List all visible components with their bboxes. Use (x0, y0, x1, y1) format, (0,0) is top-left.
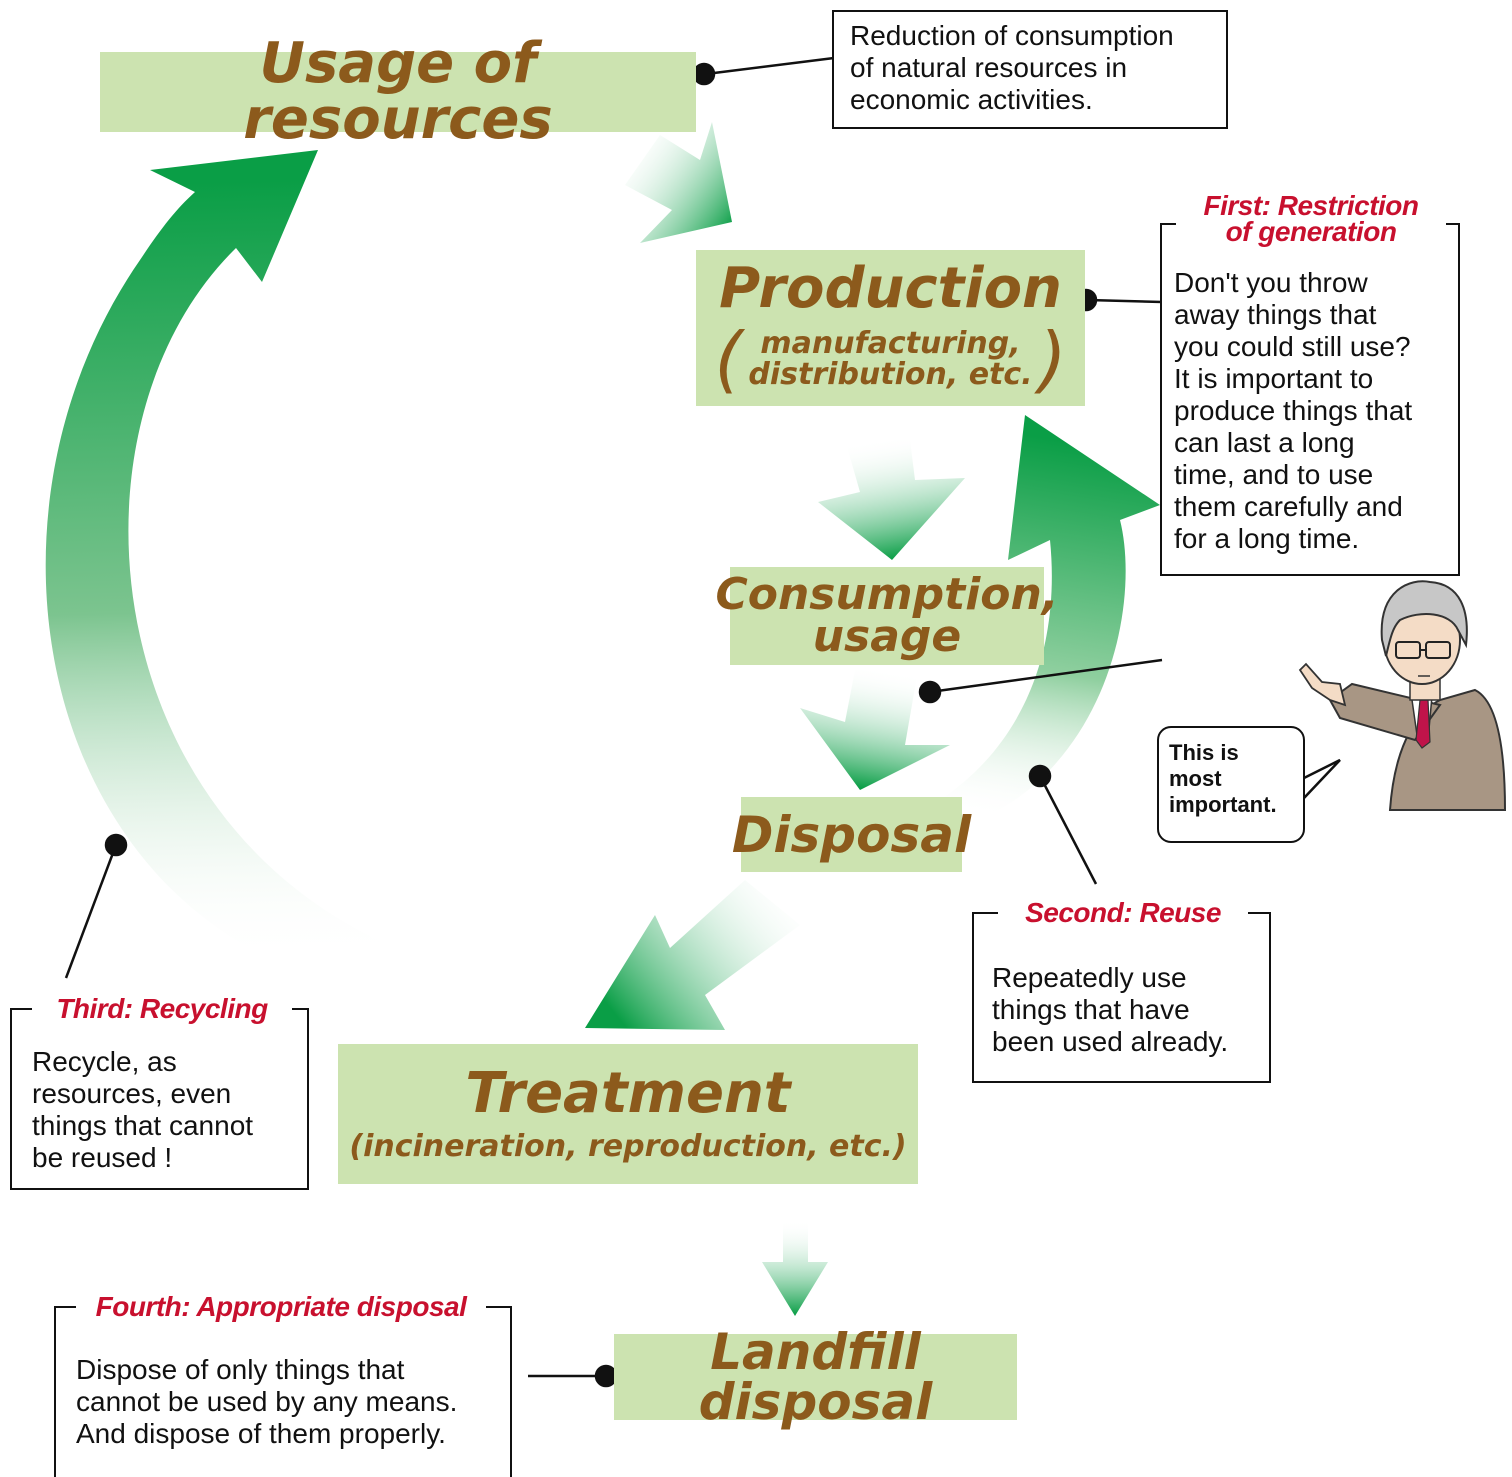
note-line: Recycle, as (32, 1046, 177, 1077)
stage-production-label: Production (719, 256, 1062, 321)
stage-consumption: Consumption, usage (715, 567, 1059, 665)
stage-consumption-line: Consumption, (715, 569, 1059, 621)
speech-bubble: This is most important. (1157, 726, 1305, 843)
note-line: Reduction of consumption (850, 20, 1174, 51)
presenter-illustration (1298, 580, 1507, 811)
note-line: resources, even (32, 1078, 232, 1109)
arrow-usage-to-production (625, 122, 732, 243)
arrow-treatment-to-landfill (762, 1220, 828, 1316)
connector-dot (104, 833, 128, 857)
note-line: can last a long (1174, 427, 1355, 458)
note-first-heading: First: Restriction of generation (1176, 191, 1446, 247)
connector-person (929, 658, 1163, 694)
connector-first (1087, 298, 1163, 304)
note-line: Don't you throw (1174, 267, 1368, 298)
heading-line: First: Restriction (1203, 190, 1419, 221)
connector-dot (1028, 764, 1052, 788)
stage-landfill: Landfill disposal (614, 1327, 1017, 1427)
stage-consumption-line: usage (812, 611, 962, 662)
stage-disposal-label: Disposal (731, 805, 972, 864)
note-third-heading: Third: Recycling (32, 994, 292, 1024)
note-second-heading: Second: Reuse (998, 898, 1248, 928)
note-first: First: Restriction of generation Don't y… (1160, 191, 1460, 576)
production-sub-line: distribution, etc. (748, 357, 1033, 392)
note-line: of natural resources in (850, 52, 1128, 83)
note-line: It is important to (1174, 363, 1374, 394)
paren-left: ( (714, 317, 743, 401)
speech-tail (1298, 758, 1341, 801)
connector-resources (705, 56, 835, 76)
note-fourth: Fourth: Appropriate disposal Dispose of … (54, 1292, 512, 1477)
note-second: Second: Reuse Repeatedly use things that… (972, 898, 1271, 1083)
note-line: And dispose of them properly. (76, 1418, 446, 1449)
note-line: be reused ! (32, 1142, 173, 1173)
note-line: you could still use? (1174, 331, 1411, 362)
stage-usage-label: Usage of resources (243, 31, 553, 152)
speech-line: most (1169, 766, 1222, 791)
production-sub-line: manufacturing, (760, 325, 1021, 361)
note-fourth-heading: Fourth: Appropriate disposal (76, 1292, 486, 1322)
recycling-arrow (45, 150, 400, 990)
stage-usage-of-resources: Usage of resources (100, 36, 696, 148)
note-line: away things that (1174, 299, 1377, 330)
connector-second (1038, 775, 1098, 885)
reuse-arrow (940, 415, 1160, 820)
note-line: been used already. (992, 1026, 1229, 1057)
note-line: cannot be used by any means. (76, 1386, 458, 1417)
note-line: things that have (992, 994, 1190, 1025)
paren-right: ) (1038, 317, 1067, 401)
connector-dot (918, 680, 942, 704)
note-line: produce things that (1174, 395, 1413, 426)
connector-dot (594, 1364, 618, 1388)
arrow-disposal-to-treatment (585, 880, 800, 1030)
arrow-consumption-to-disposal (800, 670, 950, 790)
note-line: Dispose of only things that (76, 1354, 405, 1385)
arrow-production-to-consumption (818, 440, 965, 560)
note-line: for a long time. (1174, 523, 1360, 554)
speech-line: important. (1169, 792, 1277, 817)
stage-production: Production ( manufacturing, distribution… (696, 250, 1085, 406)
note-line: things that cannot (32, 1110, 254, 1141)
note-resources: Reduction of consumption of natural reso… (832, 10, 1228, 129)
stage-landfill-label: Landfill disposal (698, 1323, 933, 1431)
note-line: economic activities. (850, 84, 1093, 115)
note-third: Third: Recycling Recycle, as resources, … (10, 994, 309, 1190)
note-line: them carefully and (1174, 491, 1403, 522)
note-line: time, and to use (1174, 459, 1374, 490)
stage-treatment-sub: (incineration, reproduction, etc.) (349, 1129, 907, 1164)
stage-disposal: Disposal (732, 797, 971, 872)
speech-line: This is (1169, 740, 1239, 765)
note-line: Repeatedly use (992, 962, 1187, 993)
connector-third (64, 844, 118, 979)
stage-treatment: Treatment (incineration, reproduction, e… (338, 1044, 918, 1184)
stage-treatment-label: Treatment (465, 1061, 791, 1126)
heading-line: of generation (1225, 216, 1397, 247)
production-sub: ( manufacturing, distribution, etc. ) (714, 323, 1066, 395)
connector-dot (692, 62, 716, 86)
